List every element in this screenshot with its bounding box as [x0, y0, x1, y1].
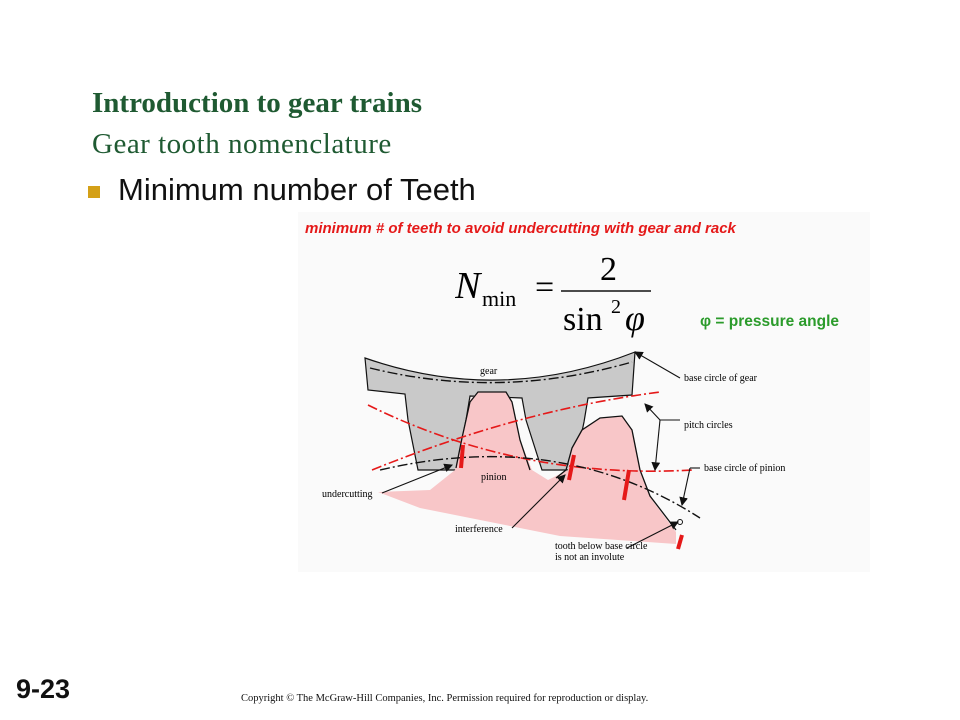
bullet-square-icon	[88, 186, 100, 198]
leader-interference	[511, 474, 566, 529]
formula-phi: φ	[625, 298, 645, 338]
leader-tooth-below	[626, 521, 679, 549]
formula-equals: =	[535, 269, 554, 306]
pinion-tooth-outline-right	[555, 415, 677, 531]
label-tooth-below-1: tooth below base circle	[555, 541, 648, 552]
formula-n: N	[455, 265, 483, 307]
gear-base-circle	[369, 361, 633, 384]
pitch-circle-pinion	[371, 391, 661, 471]
formula-numerator: 2	[600, 251, 617, 288]
undercut-mark-4	[676, 534, 684, 550]
slide-subtitle: Gear tooth nomenclature	[92, 128, 392, 160]
leader-base-pinion-arrow	[679, 467, 691, 507]
slide-number: 9-23	[16, 674, 71, 704]
formula-sin: sin	[563, 301, 603, 338]
pinion-tooth-outline	[455, 391, 531, 471]
formula-subscript: min	[482, 286, 516, 311]
label-base-circle-pinion: base circle of pinion	[704, 463, 785, 474]
nmin-formula: N min = 2 sin 2 φ	[454, 250, 685, 350]
label-undercutting: undercutting	[322, 489, 373, 500]
undercut-mark-1	[459, 444, 465, 469]
undercut-mark-3	[622, 469, 631, 501]
leader-undercutting	[381, 463, 454, 494]
figure-caption: minimum # of teeth to avoid undercutting…	[305, 220, 736, 237]
leader-base-gear	[634, 351, 681, 379]
slide-title: Introduction to gear trains	[92, 87, 423, 119]
pinion-base-circle	[379, 455, 701, 519]
label-base-circle-gear: base circle of gear	[684, 373, 758, 384]
undercut-mark-2	[567, 454, 576, 481]
leader-pitch-a	[644, 403, 661, 421]
bullet-text: Minimum number of Teeth	[118, 172, 476, 207]
formula-exponent: 2	[611, 296, 621, 318]
bullet-item: Minimum number of Teeth	[88, 172, 476, 208]
label-pitch-circles: pitch circles	[684, 420, 733, 431]
pressure-angle-note: φ = pressure angle	[700, 313, 840, 330]
leader-pitch-b	[651, 419, 661, 472]
tooth-point-marker	[677, 519, 683, 525]
label-interference: interference	[455, 524, 503, 535]
copyright-notice: Copyright © The McGraw-Hill Companies, I…	[241, 693, 649, 704]
label-tooth-below-2: is not an involute	[555, 552, 625, 563]
pinion-body	[378, 392, 676, 544]
label-gear: gear	[480, 366, 498, 377]
formula-svg: N min = 2 sin 2 φ	[454, 251, 651, 338]
label-pinion: pinion	[481, 472, 507, 483]
